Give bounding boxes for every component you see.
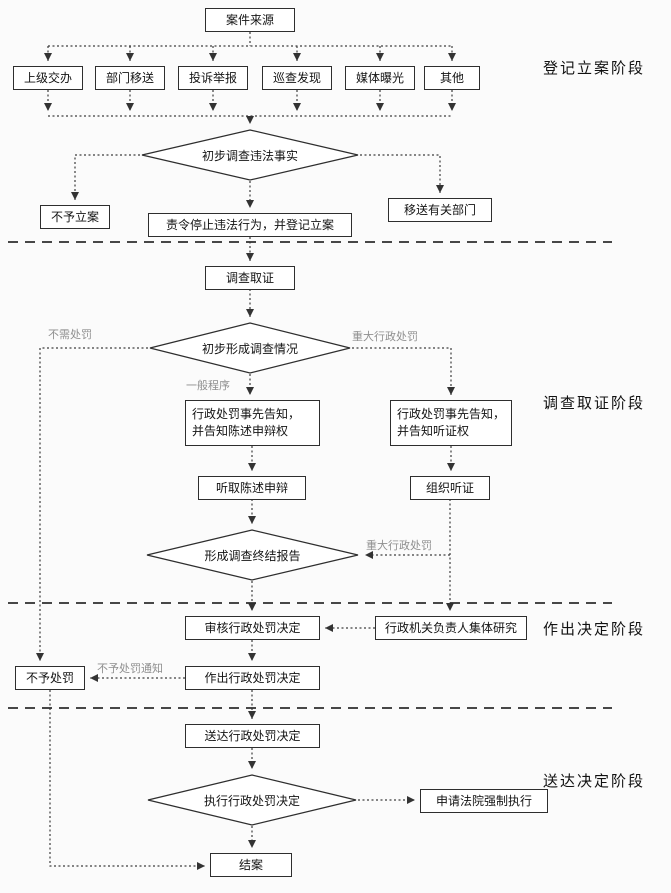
node-no-filing: 不予立案 [40,205,110,229]
edge-label-general-procedure: 一般程序 [186,380,230,392]
decision-label: 初步调查违法事实 [201,148,298,163]
stage-label-registration: 登记立案阶段 [543,60,646,77]
node-prior-notice-statement: 行政处罚事先告知， 并告知陈述申辩权 [185,400,320,446]
decision-label: 执行行政处罚决定 [203,793,300,808]
node-source-other: 其他 [424,66,480,90]
node-no-penalty: 不予处罚 [15,666,85,690]
decision-label: 形成调查终结报告 [204,548,301,563]
diamond-shape [147,774,357,826]
node-source-transfer: 部门移送 [95,66,165,90]
node-order-stop-register: 责令停止违法行为，并登记立案 [148,213,352,237]
stage-label-investigation: 调查取证阶段 [543,395,646,412]
decision-label: 初步形成调查情况 [201,341,298,356]
node-case-source: 案件来源 [205,8,295,32]
node-organize-hearing: 组织听证 [410,476,490,500]
edge-label-no-penalty-notice: 不予处罚通知 [97,663,163,675]
node-hear-statement: 听取陈述申辩 [198,476,306,500]
node-transfer-dept: 移送有关部门 [388,198,492,222]
diamond-shape [149,322,351,374]
node-investigate: 调查取证 [205,266,295,290]
edge-label-major-penalty: 重大行政处罚 [352,331,418,343]
node-source-superior: 上级交办 [13,66,83,90]
decision-execute: 执行行政处罚决定 [146,774,358,826]
diamond-shape [146,529,359,581]
stage-label-delivery: 送达决定阶段 [543,773,646,790]
node-source-inspection: 巡查发现 [262,66,332,90]
node-court-enforce: 申请法院强制执行 [420,789,548,813]
decision-final-report: 形成调查终结报告 [145,529,360,581]
node-collective-study: 行政机关负责人集体研究 [375,616,527,640]
node-prior-notice-hearing: 行政处罚事先告知， 并告知听证权 [390,400,512,446]
node-close-case: 结案 [210,853,292,877]
node-source-media: 媒体曝光 [345,66,415,90]
node-serve-decision: 送达行政处罚决定 [185,724,320,748]
edge-label-no-penalty-needed: 不需处罚 [48,329,92,341]
node-review-decision: 审核行政处罚决定 [185,616,320,640]
diamond-shape [141,129,359,181]
node-source-complaint: 投诉举报 [178,66,248,90]
node-make-decision: 作出行政处罚决定 [185,666,320,690]
stage-label-decision: 作出决定阶段 [543,621,646,638]
edge-label-major-penalty-2: 重大行政处罚 [366,540,432,552]
decision-preliminary-findings: 初步形成调查情况 [148,322,352,374]
decision-preliminary-investigation: 初步调查违法事实 [140,129,360,181]
